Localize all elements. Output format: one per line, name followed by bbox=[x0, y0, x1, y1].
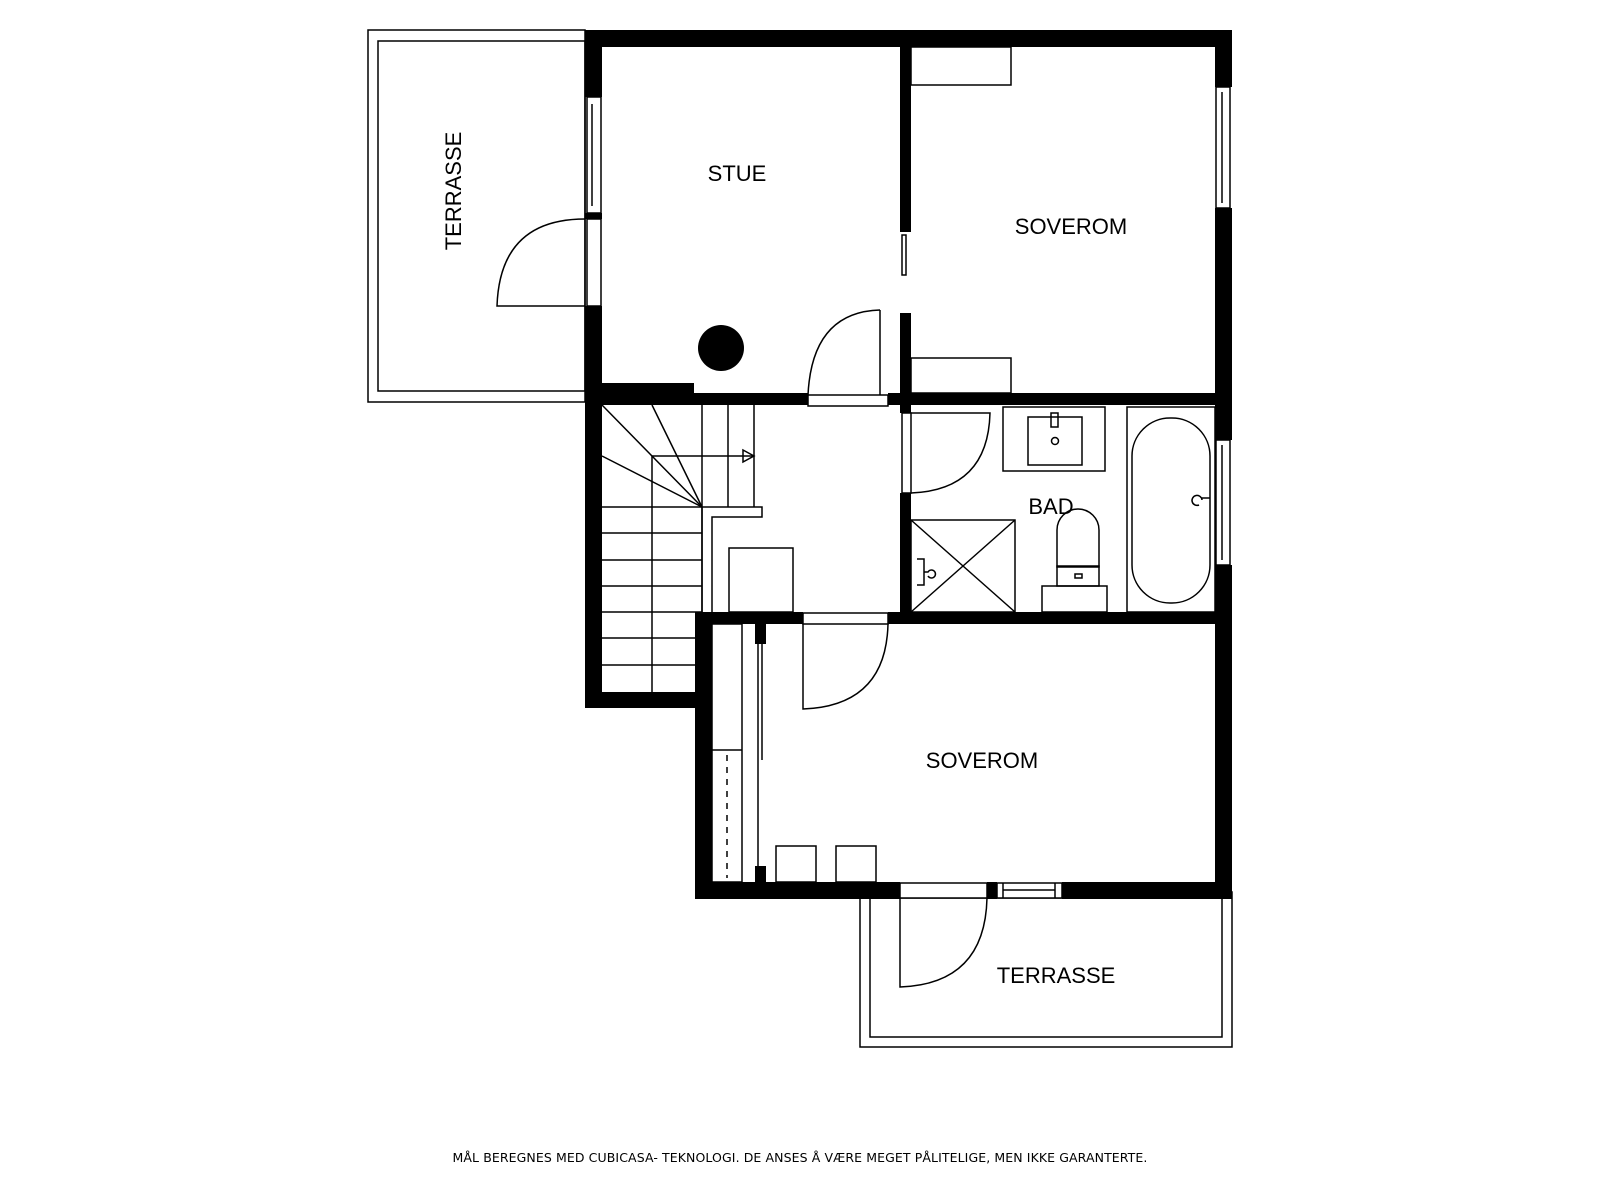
room-label-soverom-ne: SOVEROM bbox=[1015, 214, 1127, 239]
walls bbox=[585, 30, 1232, 899]
room-label-stue: STUE bbox=[708, 161, 767, 186]
disclaimer-text: MÅL BEREGNES MED CUBICASA- TEKNOLOGI. DE… bbox=[452, 1150, 1148, 1165]
windows bbox=[586, 86, 1231, 899]
wardrobe bbox=[711, 623, 763, 883]
vanity bbox=[1002, 406, 1106, 472]
room-label-bad: BAD bbox=[1028, 494, 1073, 519]
bathtub bbox=[1126, 406, 1216, 613]
staircase bbox=[601, 404, 794, 692]
room-label-terrasse-west: TERRASSE bbox=[441, 132, 466, 251]
nightstands-s bbox=[775, 845, 877, 883]
shower bbox=[910, 519, 1016, 613]
room-label-soverom-s: SOVEROM bbox=[926, 748, 1038, 773]
toilet-icon bbox=[1056, 508, 1100, 568]
sink-icon bbox=[1027, 416, 1083, 466]
nightstands-ne bbox=[910, 46, 1012, 394]
terrace-west bbox=[367, 29, 586, 403]
doors bbox=[496, 218, 991, 988]
room-label-terrasse-south: TERRASSE bbox=[997, 963, 1116, 988]
fireplace-icon bbox=[698, 325, 744, 371]
bathroom-fixtures bbox=[910, 406, 1216, 613]
